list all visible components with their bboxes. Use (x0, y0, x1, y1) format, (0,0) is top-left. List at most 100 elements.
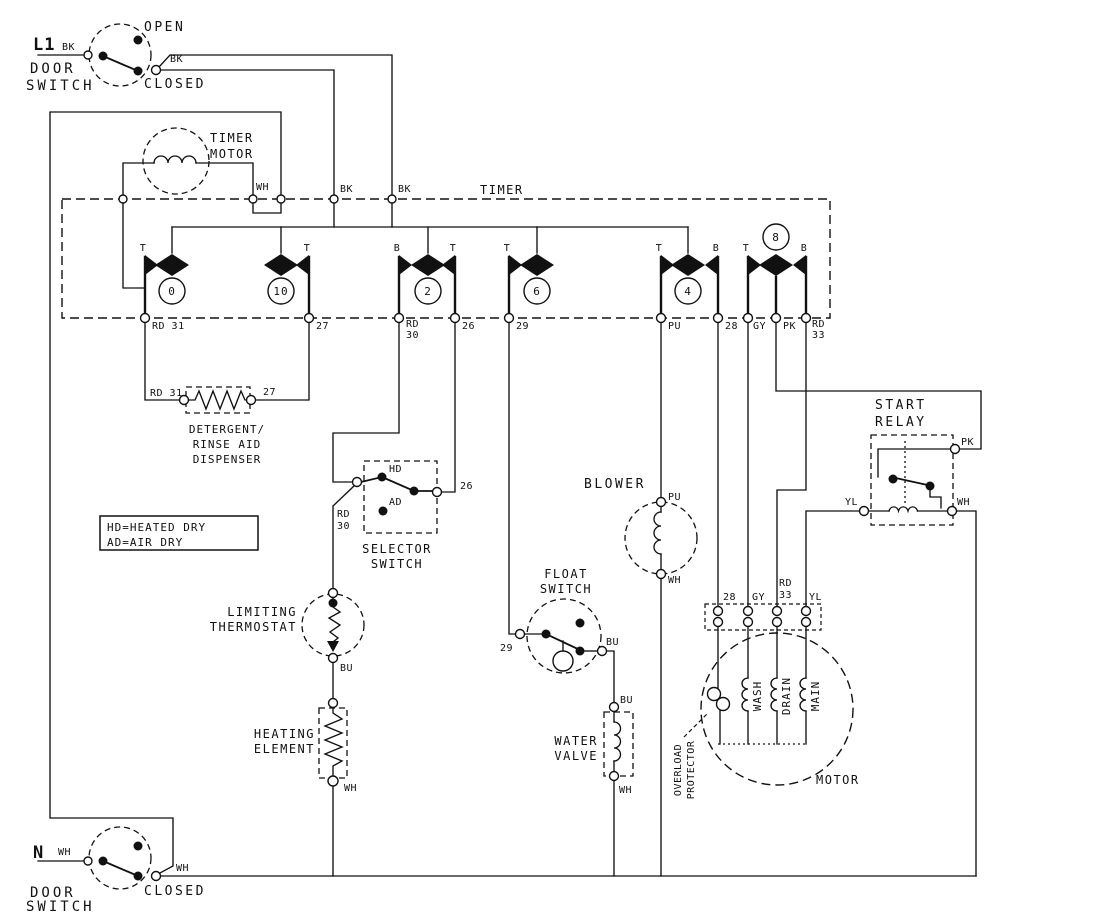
dispenser-label-1: DETERGENT/ (189, 423, 265, 436)
selector-label-2: SWITCH (371, 557, 423, 571)
terminal-29: 29 (516, 321, 529, 332)
valve-label-1: WATER (554, 734, 598, 748)
dispenser-27-label: 27 (263, 387, 276, 398)
door-switch-top: L1 BK OPEN CLOSED BK DOOR SWITCH (26, 20, 203, 94)
selector-26-label: 26 (460, 481, 473, 492)
motor-coil-wash (741, 677, 749, 712)
wh-out-label: WH (176, 863, 189, 874)
open-label: OPEN (144, 20, 185, 35)
cam-followers (155, 254, 793, 276)
dispenser-rd31-label: RD 31 (150, 388, 183, 399)
terminal-pu: PU (668, 321, 681, 332)
thermostat-label-1: LIMITING (227, 605, 297, 619)
motor-label: MOTOR (816, 773, 860, 787)
terminal-rd33-1: RD (812, 319, 825, 330)
overload-label-2: PROTECTOR (686, 740, 697, 799)
float-label-1: FLOAT (544, 567, 588, 581)
timer-motor: TIMER MOTOR WH (142, 127, 269, 195)
cam-numbers: 0 10 2 6 4 8 (158, 223, 790, 305)
door-switch-top-outline (88, 23, 152, 87)
dispenser-outline (185, 386, 251, 414)
cam6-left-label: T (504, 243, 511, 254)
motor-outline (700, 632, 854, 786)
selector-label-1: SELECTOR (362, 542, 432, 556)
svg-text:6: 6 (533, 285, 541, 298)
pin-28-label: 28 (723, 592, 736, 603)
terminal-gy: GY (753, 321, 766, 332)
n-label: N (33, 843, 44, 863)
motor: 28 GY RD 33 YL WASH DRAIN MAIN MOTOR OVE… (673, 578, 860, 799)
svg-text:4: 4 (684, 285, 692, 298)
relay-wh-label: WH (957, 497, 970, 508)
door-switch-top-arm (102, 55, 139, 72)
door-switch-bottom-arm (102, 860, 139, 877)
relay-label-1: START (875, 398, 927, 413)
pin-yl-label: YL (809, 592, 822, 603)
l1-label: L1 (33, 35, 55, 55)
timer-motor-outline (142, 127, 210, 195)
timer-motor-label-1: TIMER (210, 131, 254, 145)
relay-label-2: RELAY (875, 415, 927, 430)
legend-line-2: AD=AIR DRY (107, 536, 183, 549)
ad-contact-label: AD (389, 497, 402, 508)
thermostat-element (327, 606, 342, 643)
limiting-thermostat: LIMITING THERMOSTAT BU (210, 587, 365, 674)
closed-label-bottom: CLOSED (144, 884, 206, 899)
terminal-28: 28 (725, 321, 738, 332)
valve-coil (613, 721, 622, 762)
blower-outline (624, 501, 698, 575)
relay-arm (890, 476, 933, 487)
timer-terminals (139, 312, 812, 324)
timer-label: TIMER (480, 183, 524, 197)
cam2-left-label: B (394, 243, 401, 254)
door-switch-bottom-label-1: DOOR (30, 885, 76, 901)
selector-rd30-label-1: RD (337, 509, 350, 520)
motor-connector-pins (712, 605, 812, 628)
blower-coil (653, 511, 662, 555)
door-switch-bottom: N WH WH CLOSED DOOR SWITCH (26, 826, 206, 915)
legend: HD=HEATED DRY AD=AIR DRY (99, 515, 259, 551)
timer: TIMER T T B T T T B T B (61, 183, 831, 341)
heater-wh-label: WH (344, 783, 357, 794)
selector-switch: HD AD 26 RD 30 SELECTOR SWITCH (337, 460, 473, 571)
cam-contacts (145, 255, 806, 275)
float-ball (552, 650, 574, 672)
motor-connector (704, 603, 822, 631)
float-label-2: SWITCH (540, 582, 592, 596)
terminal-rd30-1: RD (406, 319, 419, 330)
float-switch-arm (545, 633, 581, 651)
valve-wh-label: WH (619, 785, 632, 796)
timer-motor-wh-label: WH (256, 182, 269, 193)
terminal-rd30-2: 30 (406, 330, 419, 341)
svg-text:10: 10 (273, 285, 288, 298)
thermostat-label-2: THERMOSTAT (210, 620, 297, 634)
relay-pk-label: PK (961, 437, 974, 448)
bk-out-label: BK (170, 54, 183, 65)
valve-label-2: VALVE (554, 749, 598, 763)
selector-arm (360, 476, 434, 492)
winding-drain-label: DRAIN (780, 677, 793, 715)
float-switch: FLOAT SWITCH 29 BU (500, 567, 619, 674)
valve-outline (603, 711, 634, 777)
timer-motor-label-2: MOTOR (210, 147, 254, 161)
winding-main-label: MAIN (809, 681, 822, 712)
terminal-27: 27 (316, 321, 329, 332)
bk-node-1-label: BK (340, 184, 353, 195)
legend-line-1: HD=HEATED DRY (107, 521, 206, 534)
cam4-right-label: B (713, 243, 720, 254)
cam8-left-label: T (743, 243, 750, 254)
svg-text:2: 2 (424, 285, 432, 298)
motor-coil-drain (770, 677, 778, 712)
terminal-rd31: RD 31 (152, 321, 185, 332)
dispenser-label-3: DISPENSER (193, 453, 262, 466)
svg-text:0: 0 (168, 285, 176, 298)
blower-label: BLOWER (584, 477, 646, 492)
hd-contact-label: HD (389, 464, 402, 475)
float-switch-outline (526, 598, 602, 674)
blower-wh-label: WH (668, 575, 681, 586)
pin-rd33-label-2: 33 (779, 590, 792, 601)
float-29-label: 29 (500, 643, 513, 654)
pin-gy-label: GY (752, 592, 765, 603)
selector-outline (363, 460, 438, 534)
